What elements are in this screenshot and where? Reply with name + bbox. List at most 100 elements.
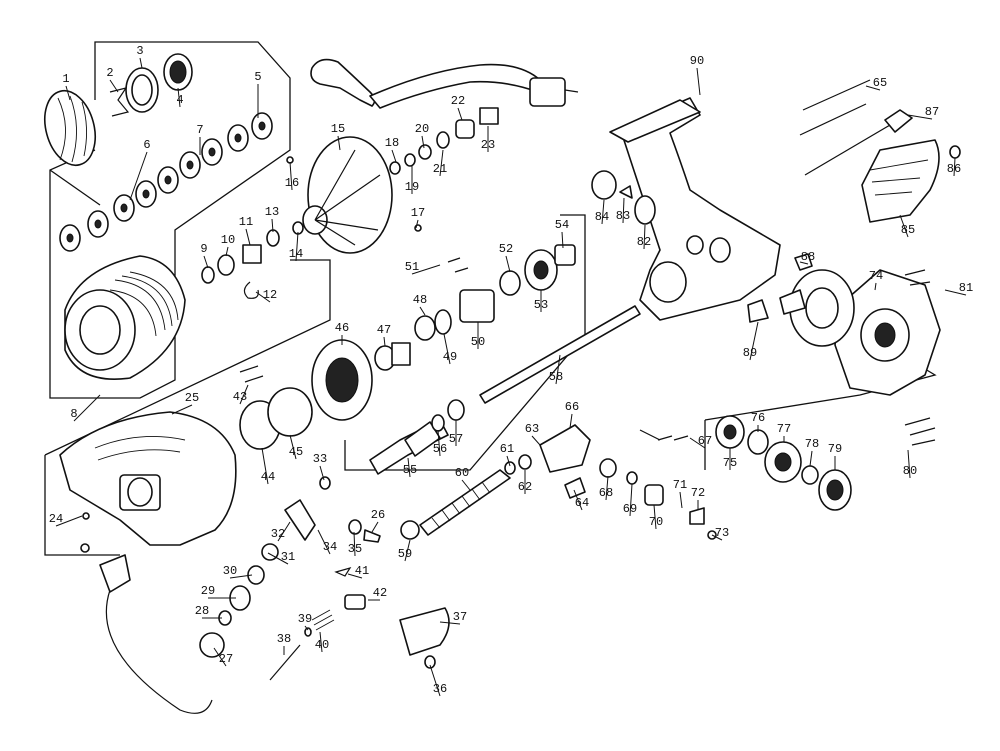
drag-gear-ring (163, 53, 193, 91)
leader-line-67 (689, 437, 706, 449)
leader-line-3 (139, 57, 143, 69)
callout-88: 88 (801, 250, 815, 264)
callout-53: 53 (534, 298, 548, 312)
body-washers-top (591, 170, 656, 225)
leader-line-47 (383, 336, 386, 347)
callout-57: 57 (449, 432, 463, 446)
callout-85: 85 (901, 223, 915, 237)
leader-line-10 (225, 246, 229, 257)
drag-washer-stack (59, 112, 273, 252)
leader-line-64 (573, 489, 583, 511)
rotor-body (59, 411, 237, 546)
oscillation-worm (400, 454, 532, 540)
leader-line-60 (461, 479, 471, 491)
leader-line-45 (289, 434, 297, 460)
callout-44: 44 (261, 470, 275, 484)
reel-body (609, 97, 781, 321)
callout-19: 19 (405, 180, 419, 194)
callout-17: 17 (411, 206, 425, 220)
callout-74: 74 (869, 269, 883, 283)
leader-line-54 (561, 231, 564, 249)
callout-leaders (55, 57, 967, 697)
callout-14: 14 (289, 247, 303, 261)
leader-line-48 (419, 306, 426, 316)
callout-10: 10 (221, 233, 235, 247)
callout-23: 23 (481, 138, 495, 152)
pinion-group-frame (344, 214, 586, 471)
leader-line-25 (171, 404, 193, 415)
callout-72: 72 (691, 486, 705, 500)
callout-33: 33 (313, 452, 327, 466)
spool-small-parts (201, 221, 304, 299)
leader-line-27 (213, 647, 227, 667)
leader-line-2 (109, 79, 119, 93)
callout-70: 70 (649, 515, 663, 529)
leader-line-59 (404, 539, 411, 562)
callout-87: 87 (925, 105, 939, 119)
leader-line-12 (255, 291, 271, 303)
leader-line-58 (555, 354, 561, 385)
callout-3: 3 (136, 44, 143, 58)
leader-line-78 (809, 450, 813, 467)
leader-line-83 (622, 197, 625, 224)
leader-line-65 (865, 85, 881, 91)
callout-12: 12 (263, 288, 277, 302)
drag-knob (44, 89, 96, 167)
handle-assembly (310, 58, 579, 109)
callout-4: 4 (176, 93, 183, 107)
callout-7: 7 (196, 123, 203, 137)
callout-48: 48 (413, 293, 427, 307)
callout-2: 2 (106, 66, 113, 80)
callout-34: 34 (323, 540, 337, 554)
leader-line-14 (295, 231, 299, 262)
leader-line-71 (679, 491, 683, 509)
leader-line-89 (749, 321, 759, 361)
callout-9: 9 (200, 242, 207, 256)
leader-line-4 (177, 87, 181, 108)
drag-spring-clip (109, 87, 130, 117)
callout-5: 5 (254, 70, 261, 84)
callout-6: 6 (143, 138, 150, 152)
callout-80: 80 (903, 464, 917, 478)
spool (64, 255, 186, 380)
leader-line-84 (601, 199, 605, 225)
rotor-group-frame (44, 259, 331, 556)
leader-line-39 (304, 625, 309, 631)
callout-71: 71 (673, 478, 687, 492)
callout-24: 24 (49, 512, 63, 526)
callout-73: 73 (715, 526, 729, 540)
screw-set-right (904, 417, 936, 446)
leader-line-61 (506, 455, 511, 467)
leader-line-52 (505, 255, 511, 273)
callout-29: 29 (201, 584, 215, 598)
leader-line-69 (629, 483, 633, 517)
bail-arm-assembly (99, 554, 225, 714)
callout-51: 51 (405, 260, 419, 274)
rotor-bearing-housing (311, 339, 411, 421)
callout-62: 62 (518, 480, 532, 494)
callout-78: 78 (805, 437, 819, 451)
spool-group-frame (49, 41, 291, 399)
callout-31: 31 (281, 550, 295, 564)
callout-15: 15 (331, 122, 345, 136)
rotor-cup (302, 136, 393, 254)
leader-line-90 (696, 67, 701, 96)
leader-line-41 (347, 573, 363, 579)
callout-21: 21 (433, 162, 447, 176)
callout-65: 65 (873, 76, 887, 90)
leader-line-63 (531, 435, 541, 446)
callout-32: 32 (271, 527, 285, 541)
rotor-washers-left (239, 387, 313, 450)
callout-45: 45 (289, 445, 303, 459)
callout-77: 77 (777, 422, 791, 436)
leader-line-13 (271, 218, 274, 233)
side-rods (799, 79, 913, 176)
leader-line-22 (457, 107, 463, 121)
leader-line-86 (953, 157, 956, 177)
leader-line-73 (711, 534, 723, 541)
callout-27: 27 (219, 652, 233, 666)
slider-block (539, 424, 591, 499)
leader-line-15 (337, 135, 341, 151)
